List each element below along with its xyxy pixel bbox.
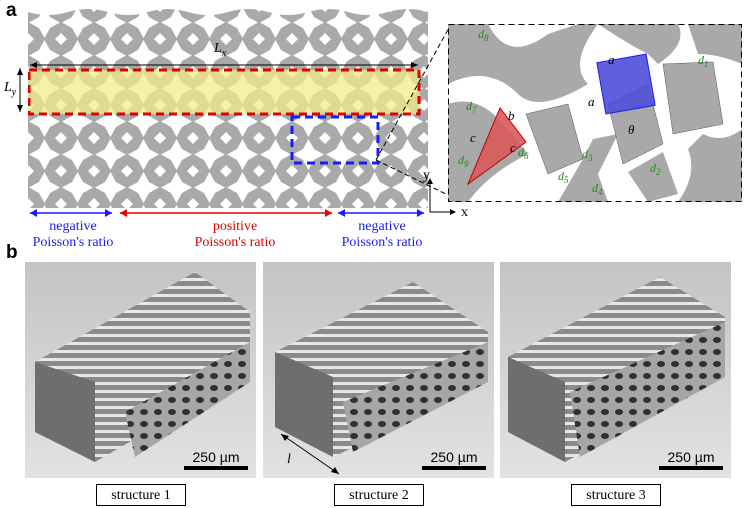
scale-bar-3: 250 µm bbox=[659, 449, 723, 470]
lattice-diagram bbox=[28, 6, 428, 208]
d5-label: d5 bbox=[558, 169, 569, 185]
geom-c-right: c bbox=[510, 140, 516, 155]
sem-image-1: 250 µm bbox=[25, 262, 256, 478]
scale-bar-1: 250 µm bbox=[184, 449, 248, 470]
caption-structure-3: structure 3 bbox=[571, 484, 661, 506]
unit-square bbox=[596, 53, 656, 115]
panel-b-letter: b bbox=[6, 242, 18, 263]
d1-label: d1 bbox=[698, 53, 709, 69]
d4-label: d4 bbox=[592, 181, 603, 197]
sem-image-2: l 250 µm bbox=[263, 262, 494, 478]
xy-axes bbox=[427, 178, 456, 215]
axis-x-label: x bbox=[461, 205, 468, 220]
panel-a-letter: a bbox=[6, 0, 17, 21]
sem-image-3: 250 µm bbox=[500, 262, 731, 478]
zoom-connector bbox=[375, 25, 451, 197]
d7-label: d7 bbox=[466, 99, 477, 115]
geom-a-left: a bbox=[588, 94, 595, 109]
region-arrows bbox=[30, 209, 424, 217]
d8-label: d8 bbox=[478, 27, 489, 43]
blue-dashed-box bbox=[290, 115, 380, 165]
geom-a-top: a bbox=[608, 52, 615, 67]
ly-arrow-marker bbox=[17, 68, 23, 112]
d3-label: d3 bbox=[582, 147, 593, 163]
geom-b: b bbox=[508, 108, 515, 123]
geom-c-left: c bbox=[470, 130, 476, 145]
red-dashed-box bbox=[28, 68, 421, 116]
highlight-band bbox=[28, 70, 420, 114]
d9-label: d9 bbox=[458, 153, 469, 169]
caption-structure-1: structure 1 bbox=[96, 484, 186, 506]
d2-label: d2 bbox=[650, 161, 661, 177]
axis-y-label: y bbox=[423, 168, 430, 183]
geom-theta: θ bbox=[628, 122, 635, 137]
caption-structure-2: structure 2 bbox=[334, 484, 424, 506]
zoom-inset: d8 d1 d7 d6 d9 d3 d2 d5 d4 a a b c c θ bbox=[448, 24, 742, 202]
lx-label: Lx bbox=[214, 41, 227, 59]
unit-triangle bbox=[466, 107, 527, 186]
d6-label: d6 bbox=[518, 145, 529, 161]
length-label: l bbox=[287, 452, 291, 467]
ly-label: Ly bbox=[4, 80, 17, 98]
scale-bar-2: 250 µm bbox=[422, 449, 486, 470]
